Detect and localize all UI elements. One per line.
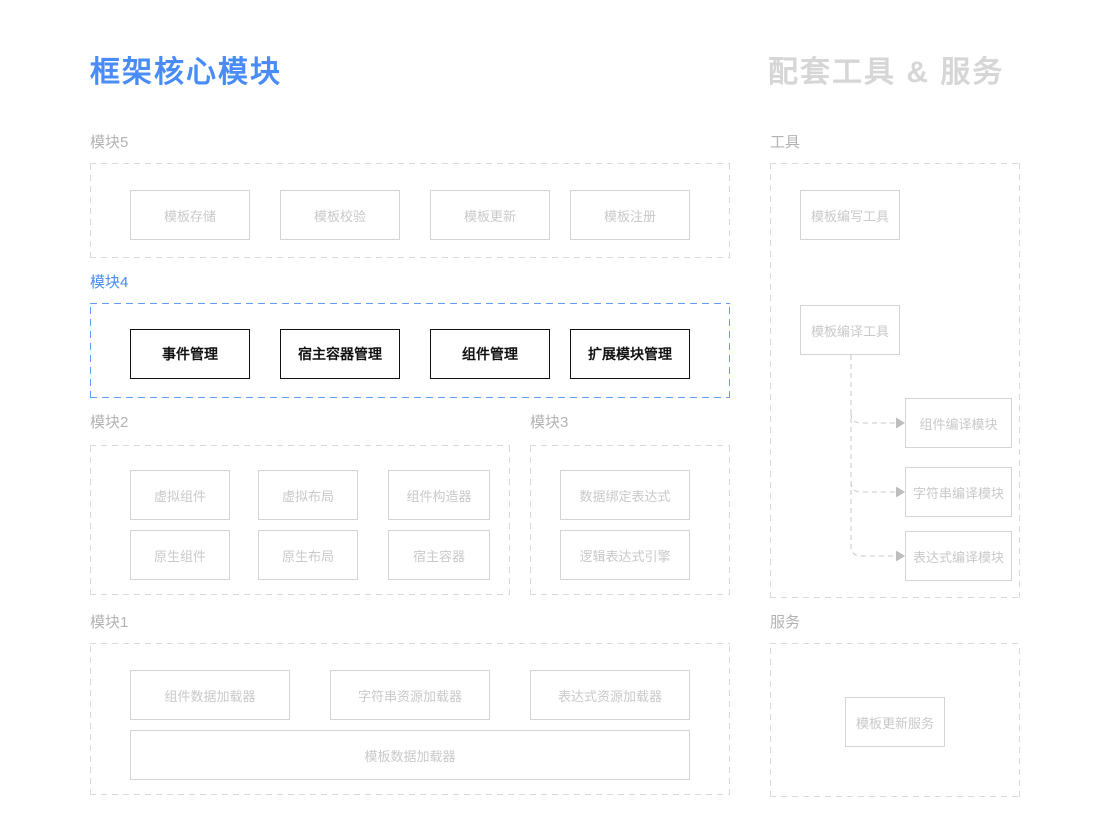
module4-label: 模块4: [90, 274, 129, 291]
node-host-container: 宿主容器: [388, 530, 490, 580]
right-panel-title: 配套工具 & 服务: [768, 56, 1005, 89]
node-host-container-management: 宿主容器管理: [280, 329, 400, 379]
tools-container: 模板编写工具 模板编译工具 组件编译模块 字符串编译模块 表达式编译模块: [770, 163, 1020, 598]
node-string-resource-loader: 字符串资源加载器: [330, 670, 490, 720]
module2-container: 虚拟组件 虚拟布局 组件构造器 原生组件 原生布局 宿主容器: [90, 445, 510, 595]
node-template-compile-tool: 模板编译工具: [800, 305, 900, 355]
node-component-constructor: 组件构造器: [388, 470, 490, 520]
tools-label: 工具: [770, 134, 801, 151]
module2-label: 模块2: [90, 414, 129, 431]
node-template-update-service: 模板更新服务: [845, 697, 945, 747]
arrow-right-icon: [896, 550, 905, 562]
compile-connectors: [850, 355, 905, 562]
node-native-component: 原生组件: [130, 530, 230, 580]
module1-container: 组件数据加载器 字符串资源加载器 表达式资源加载器 模板数据加载器: [90, 643, 730, 795]
node-logic-expression-engine: 逻辑表达式引擎: [560, 530, 690, 580]
node-template-data-loader: 模板数据加载器: [130, 730, 690, 780]
node-string-compile-module: 字符串编译模块: [905, 467, 1012, 517]
connector-line: [850, 412, 896, 424]
node-native-layout: 原生布局: [258, 530, 358, 580]
module4-container: 事件管理 宿主容器管理 组件管理 扩展模块管理: [90, 303, 730, 398]
node-template-validation: 模板校验: [280, 190, 400, 240]
node-expression-resource-loader: 表达式资源加载器: [530, 670, 690, 720]
services-label: 服务: [770, 614, 801, 631]
node-virtual-layout: 虚拟布局: [258, 470, 358, 520]
node-component-compile-module: 组件编译模块: [905, 398, 1012, 448]
node-component-management: 组件管理: [430, 329, 550, 379]
connector-line: [850, 481, 896, 493]
node-template-storage: 模板存储: [130, 190, 250, 240]
module5-container: 模板存储 模板校验 模板更新 模板注册: [90, 163, 730, 258]
node-extension-module-management: 扩展模块管理: [570, 329, 690, 379]
left-panel-title: 框架核心模块: [90, 56, 282, 89]
arrow-right-icon: [896, 486, 905, 498]
arrow-right-icon: [896, 417, 905, 429]
module3-container: 数据绑定表达式 逻辑表达式引擎: [530, 445, 730, 595]
module1-label: 模块1: [90, 614, 129, 631]
node-expression-compile-module: 表达式编译模块: [905, 531, 1012, 581]
connector-line: [850, 355, 896, 557]
node-component-data-loader: 组件数据加载器: [130, 670, 290, 720]
node-data-binding-expression: 数据绑定表达式: [560, 470, 690, 520]
module3-label: 模块3: [530, 414, 569, 431]
module5-label: 模块5: [90, 134, 129, 151]
node-virtual-component: 虚拟组件: [130, 470, 230, 520]
node-template-authoring-tool: 模板编写工具: [800, 190, 900, 240]
services-container: 模板更新服务: [770, 643, 1020, 797]
node-template-update: 模板更新: [430, 190, 550, 240]
node-template-registration: 模板注册: [570, 190, 690, 240]
node-event-management: 事件管理: [130, 329, 250, 379]
